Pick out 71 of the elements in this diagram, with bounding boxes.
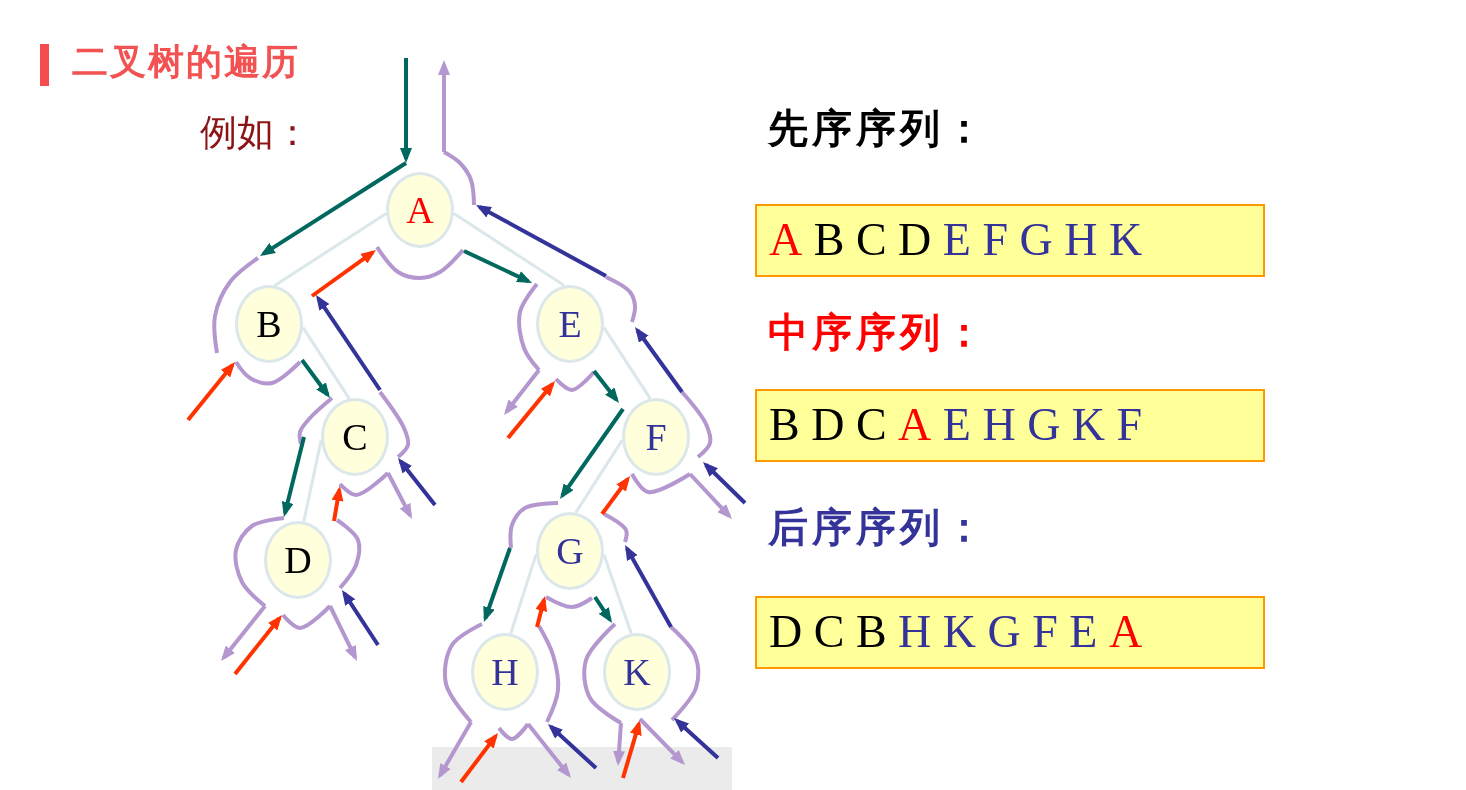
- traversal-arrow: [593, 595, 612, 623]
- traversal-arrow: [506, 381, 555, 440]
- tree-node: G: [536, 512, 604, 590]
- tree-node: E: [536, 285, 604, 363]
- example-label: 例如：: [200, 113, 311, 154]
- traversal-arrow: [548, 724, 598, 770]
- traversal-arrow: [535, 596, 548, 628]
- sequence-heading: 中序序列：: [768, 310, 988, 354]
- tree-node: H: [471, 633, 539, 711]
- branch-line: [602, 553, 633, 635]
- branch-line: [301, 326, 351, 400]
- traversal-arrow: [504, 368, 541, 415]
- traversal-arrow: [476, 205, 607, 278]
- sequence-text: A: [769, 214, 803, 265]
- traversal-arrow: [600, 476, 630, 516]
- traversal-arrow: [438, 60, 450, 152]
- traversal-arrow: [459, 733, 498, 784]
- traversal-arrow: [316, 295, 382, 392]
- traversal-arrow: [331, 486, 344, 522]
- tree-node: F: [622, 398, 690, 476]
- sequence-text: B D C: [769, 399, 887, 450]
- sequence-box: [755, 596, 1265, 669]
- traversal-arrow: [638, 717, 685, 765]
- traversal-arrow: [526, 722, 571, 778]
- traversal-arrow: [386, 472, 412, 519]
- title: 二叉树的遍历: [72, 42, 300, 82]
- sequence-text: H K G F E: [898, 606, 1098, 657]
- tree-node: K: [603, 633, 671, 711]
- branch-line: [509, 553, 538, 635]
- tree-node: B: [235, 285, 303, 363]
- traversal-arrow: [438, 721, 473, 779]
- traversal-arrow: [186, 362, 235, 422]
- branch-line: [453, 212, 566, 287]
- sequence-text: D C B: [769, 606, 887, 657]
- branch-line: [302, 440, 323, 522]
- branch-line: [273, 212, 387, 287]
- traversal-arrow: [463, 249, 532, 284]
- sequence-box: [755, 389, 1265, 462]
- traversal-arrow: [221, 604, 267, 661]
- sequence-heading: 后序序列：: [768, 505, 988, 549]
- sequence-text: A: [898, 399, 932, 450]
- tree-node: A: [386, 172, 454, 248]
- branch-line: [602, 326, 652, 400]
- traversal-arrow: [560, 407, 625, 499]
- traversal-arrow: [328, 605, 358, 661]
- traversal-arrow: [398, 458, 437, 507]
- traversal-arrow: [400, 58, 412, 163]
- sequence-text: B C D: [813, 214, 932, 265]
- traversal-arrow: [703, 462, 747, 505]
- traversal-arrow: [483, 547, 512, 622]
- traversal-arrow: [674, 718, 720, 760]
- traversal-arrow: [621, 720, 642, 779]
- traversal-arrow: [300, 358, 330, 398]
- traversal-arrow: [635, 327, 684, 394]
- traversal-arrow: [233, 615, 282, 676]
- tree-node: C: [321, 398, 389, 476]
- tree-node: D: [264, 521, 332, 599]
- sequence-text: A: [1108, 606, 1143, 657]
- traversal-arrow: [310, 250, 376, 298]
- sequence-text: E H G K F: [942, 399, 1143, 450]
- traversal-arrow: [592, 369, 619, 403]
- traversal-arrow: [281, 436, 306, 517]
- traversal-arrow: [260, 161, 408, 256]
- sequence-heading: 先序序列：: [768, 106, 988, 150]
- sequence-box: [755, 204, 1265, 277]
- traversal-arrow: [688, 472, 732, 519]
- branch-line: [574, 439, 624, 514]
- traversal-arrow: [625, 545, 673, 628]
- sequence-text: E F G H K: [942, 214, 1143, 265]
- traversal-arrow: [342, 590, 380, 647]
- traversal-arrow: [613, 722, 626, 766]
